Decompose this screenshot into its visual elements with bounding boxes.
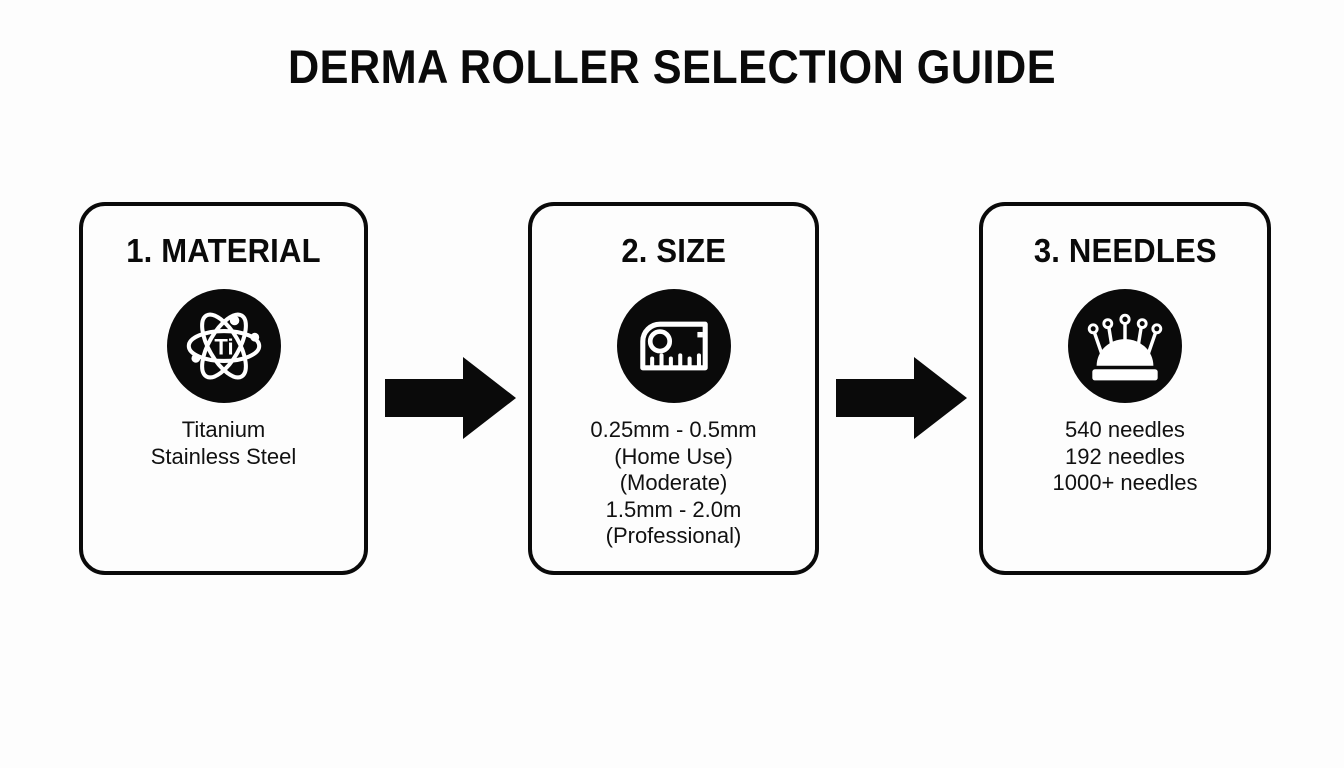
atom-ti-icon: Ti bbox=[166, 289, 281, 403]
step-card-size[interactable]: 2. SIZE bbox=[528, 202, 819, 575]
atom-icon-label: Ti bbox=[214, 334, 233, 359]
pincushion-needles-icon bbox=[1068, 289, 1182, 403]
step-line: (Professional) bbox=[605, 523, 742, 548]
arrow-right-icon bbox=[385, 355, 516, 441]
step-lines: 540 needles 192 needles 1000+ needles bbox=[1053, 417, 1198, 497]
process-flow: 1. MATERIAL Ti Titanium Stainless Steel bbox=[0, 202, 1344, 578]
step-line: (Home Use) bbox=[614, 443, 733, 469]
step-line: 1000+ needles bbox=[1052, 470, 1198, 495]
arrow-right-icon bbox=[836, 355, 967, 441]
step-line: Stainless Steel bbox=[150, 443, 297, 469]
step-lines: Titanium Stainless Steel bbox=[151, 417, 297, 470]
step-line: 0.25mm - 0.5mm bbox=[590, 417, 757, 442]
step-line: 192 needles bbox=[1065, 443, 1185, 469]
step-title: 2. SIZE bbox=[621, 232, 726, 269]
step-lines: 0.25mm - 0.5mm (Home Use) (Moderate) 1.5… bbox=[590, 417, 756, 550]
step-line: 1.5mm - 2.0m bbox=[605, 496, 742, 522]
step-title: 3. NEEDLES bbox=[1033, 232, 1217, 269]
step-title: 1. MATERIAL bbox=[126, 232, 321, 269]
tape-measure-icon bbox=[616, 289, 731, 403]
step-card-material[interactable]: 1. MATERIAL Ti Titanium Stainless Steel bbox=[79, 202, 368, 575]
step-line: Titanium bbox=[181, 417, 266, 442]
step-line: (Moderate) bbox=[619, 470, 728, 495]
step-card-needles[interactable]: 3. NEEDLES bbox=[979, 202, 1271, 575]
step-line: 540 needles bbox=[1065, 417, 1185, 442]
page-title: DERMA ROLLER SELECTION GUIDE bbox=[288, 40, 1056, 93]
